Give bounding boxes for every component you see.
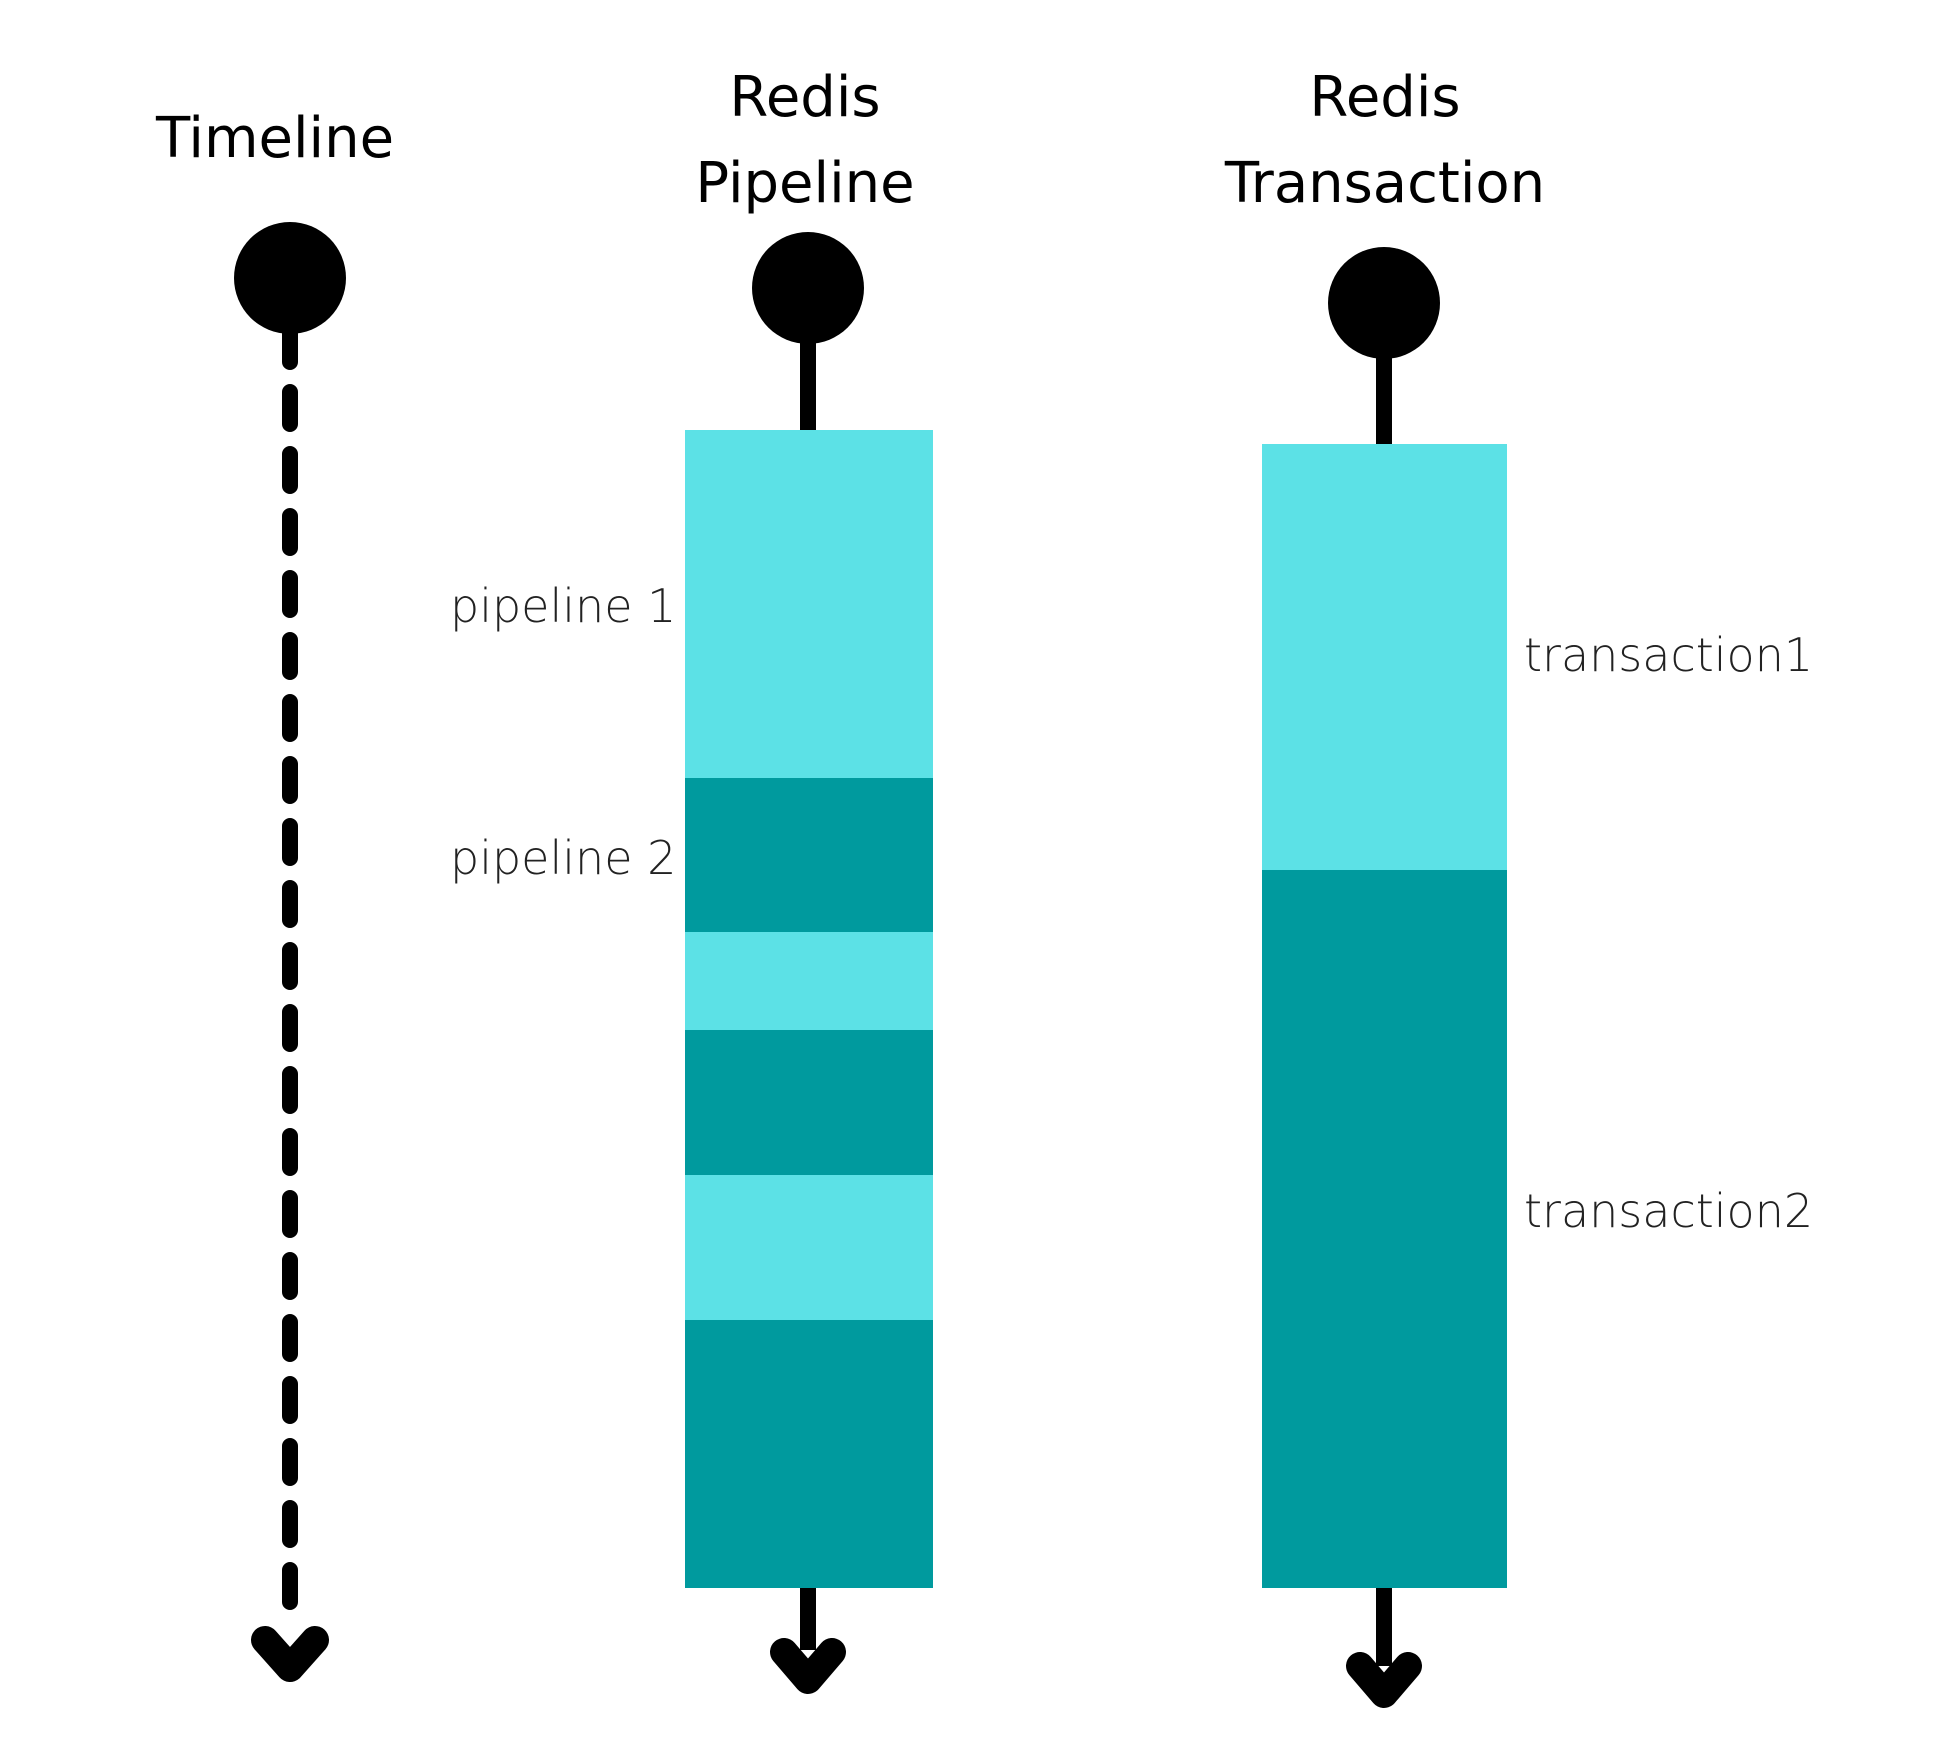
transaction-2-label: transaction2 [1524,1184,1814,1238]
pipeline-segment-5 [685,1175,933,1320]
pipeline-connector [800,330,816,432]
transaction-connector [1376,345,1392,446]
pipeline-segment-4 [685,1030,933,1175]
transaction-bottom-connector [1376,1588,1392,1666]
transaction-segment-1 [1262,444,1507,870]
transaction-segment-2 [1262,870,1507,1588]
timeline-start-dot [234,222,346,334]
pipeline-heading-line2: Pipeline [695,151,915,216]
transaction-heading: Redis Transaction [1200,55,1570,227]
pipeline-heading: Redis Pipeline [660,55,950,227]
pipeline-2-label: pipeline 2 [450,831,677,885]
transaction-1-label: transaction1 [1524,628,1814,682]
pipeline-arrowhead [770,1638,846,1694]
pipeline-start-dot [752,232,864,344]
pipeline-1-label: pipeline 1 [450,579,677,633]
pipeline-segment-6 [685,1320,933,1588]
transaction-column [1262,247,1507,1708]
pipeline-column [685,232,933,1694]
transaction-start-dot [1328,247,1440,359]
pipeline-bottom-connector [800,1588,816,1650]
pipeline-heading-line1: Redis [729,65,881,130]
timeline-arrowhead [251,1626,329,1682]
timeline-column [234,222,346,1682]
transaction-heading-line1: Redis [1309,65,1461,130]
transaction-arrowhead [1346,1652,1422,1708]
timeline-heading-text: Timeline [155,106,395,171]
pipeline-segment-1 [685,430,933,778]
transaction-heading-line2: Transaction [1224,151,1546,216]
pipeline-segment-3 [685,932,933,1030]
pipeline-segment-2 [685,778,933,932]
timeline-heading: Timeline [140,96,410,182]
